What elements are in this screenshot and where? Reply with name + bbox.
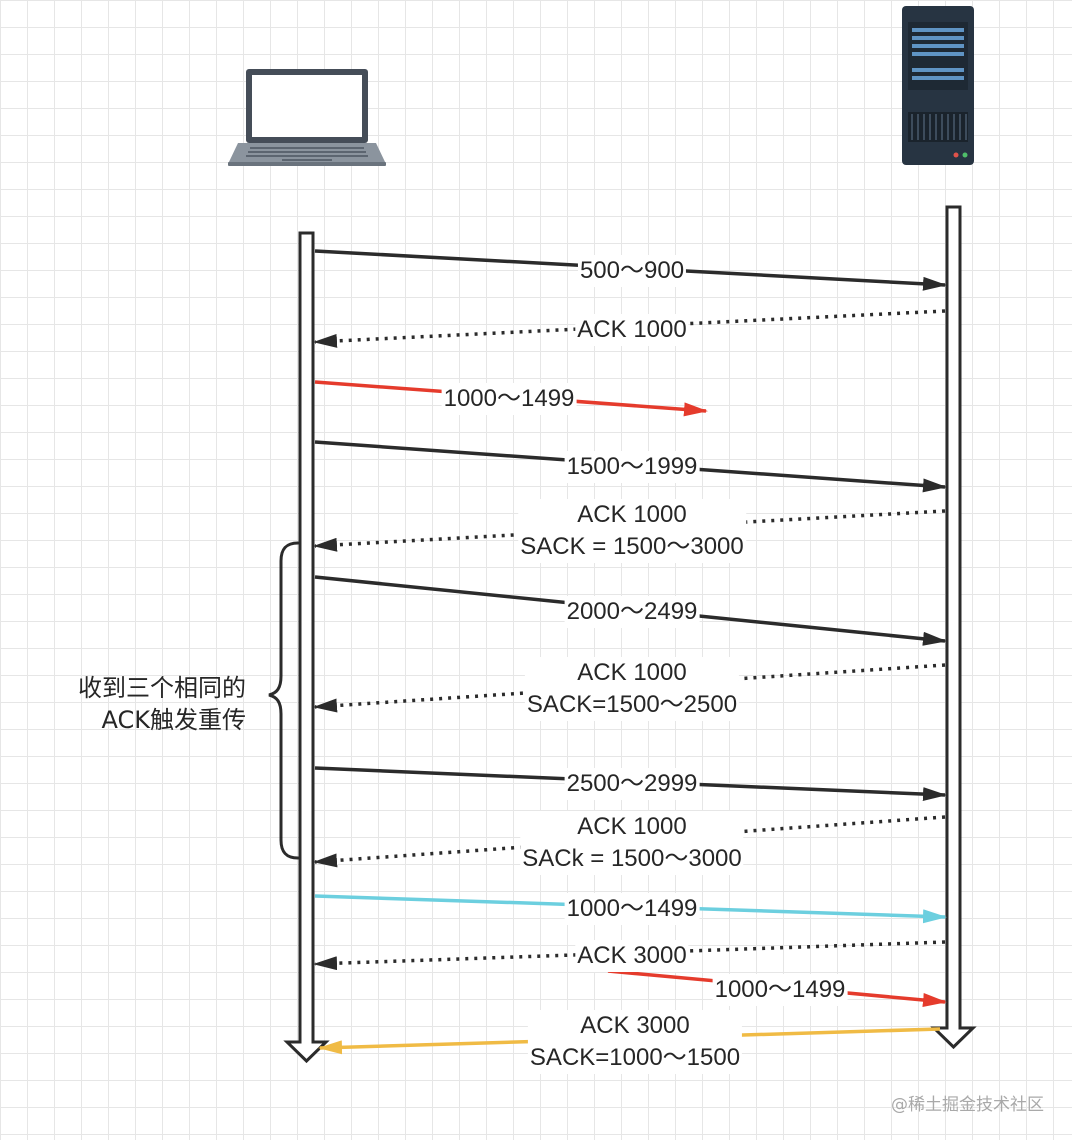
message-label-9-line-1: ACK 1000: [577, 813, 687, 840]
message-label-4: 1500～1999: [564, 451, 700, 483]
message-label-13-line-1: ACK 3000: [580, 1012, 690, 1039]
message-label-2: ACK 1000: [575, 314, 689, 346]
retransmit-note: 收到三个相同的 ACK触发重传: [40, 672, 246, 736]
message-label-9-line-2: SACk = 1500～3000: [522, 845, 742, 872]
message-label-10-line-1: 1000～1499: [566, 895, 698, 922]
message-label-5-line-1: ACK 1000: [577, 501, 687, 528]
message-label-6-line-1: 2000～2499: [566, 598, 698, 625]
message-label-13-line-2: SACK=1000～1500: [529, 1044, 741, 1071]
message-label-3: 1000～1499: [441, 383, 577, 415]
message-label-10: 1000～1499: [564, 893, 700, 925]
message-label-7-line-1: ACK 1000: [577, 659, 687, 686]
message-label-7-line-2: SACK=1500～2500: [526, 691, 738, 718]
server-timeline: [930, 205, 977, 1050]
brace: [268, 541, 300, 860]
message-label-12-line-1: 1000～1499: [714, 976, 846, 1003]
message-label-4-line-1: 1500～1999: [566, 453, 698, 480]
message-label-3-line-1: 1000～1499: [443, 385, 575, 412]
message-label-1: 500～900: [577, 255, 687, 287]
client-timeline: [283, 231, 330, 1064]
retransmit-note-line-1: 收到三个相同的: [78, 674, 246, 702]
laptop-icon: [228, 69, 386, 166]
message-label-2-line-1: ACK 1000: [577, 316, 687, 343]
message-label-11: ACK 3000: [575, 940, 689, 972]
watermark: @稀土掘金技术社区: [891, 1095, 1044, 1115]
message-label-8-line-1: 2500～2999: [566, 770, 698, 797]
message-label-12: 1000～1499: [712, 974, 848, 1006]
message-label-5-line-2: SACK = 1500～3000: [520, 533, 744, 560]
message-label-1-line-1: 500～900: [579, 257, 685, 284]
message-label-8: 2500～2999: [564, 768, 700, 800]
message-label-11-line-1: ACK 3000: [577, 942, 687, 969]
message-label-6: 2000～2499: [564, 596, 700, 628]
retransmit-note-line-2: ACK触发重传: [101, 706, 247, 734]
server-icon: [902, 6, 974, 165]
